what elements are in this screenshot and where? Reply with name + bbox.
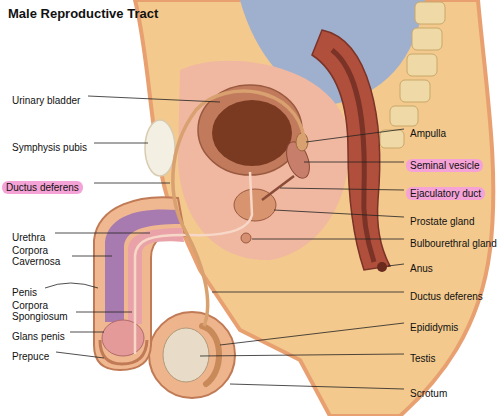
corpora-cavernosa — [105, 209, 180, 322]
ductus-deferens — [173, 91, 304, 326]
label-slot: Corpora Spongiosum — [12, 300, 74, 324]
title-slot: Male Reproductive Tract — [8, 4, 158, 22]
highlighted-label: Ductus deferens — [2, 181, 83, 194]
part-label: Scrotum — [410, 388, 447, 399]
part-label: Glans penis — [12, 331, 65, 342]
rectum-lumen — [332, 50, 374, 262]
bulbourethral-gland — [241, 233, 251, 243]
spine — [380, 2, 445, 148]
part-label: Epididymis — [410, 322, 458, 333]
label-slot: Corpora Cavernosa — [12, 245, 70, 269]
label-slot: Seminal vesicle — [406, 155, 483, 173]
body-outline — [135, 0, 493, 416]
label-slot: Ampulla — [410, 123, 446, 141]
part-label: Corpora Spongiosum — [12, 300, 74, 322]
penis-skin — [94, 197, 185, 370]
part-label: Bulbourethral gland — [410, 238, 497, 249]
urethra — [135, 172, 252, 354]
glans-penis — [102, 320, 144, 356]
part-label: Testis — [410, 353, 436, 364]
label-slot: Ejaculatory duct — [406, 183, 485, 201]
label-slot: Ductus deferens — [410, 286, 483, 304]
part-label: Urethra — [12, 232, 45, 243]
leader-lines — [45, 96, 404, 389]
label-slot: Urethra — [12, 227, 45, 245]
corpus-spongiosum — [128, 228, 184, 324]
label-slot: Prepuce — [12, 346, 49, 364]
anus — [377, 262, 387, 272]
label-slot: Penis — [12, 282, 37, 300]
part-label: Penis — [12, 287, 37, 298]
label-slot: Anus — [410, 258, 433, 276]
label-slot: Epididymis — [410, 317, 458, 335]
pelvic-tissue — [178, 61, 349, 260]
part-label: Anus — [410, 263, 433, 274]
label-slot: Prostate gland — [410, 211, 475, 229]
part-label: Ductus deferens — [410, 291, 483, 302]
scrotum — [149, 312, 235, 398]
label-slot: Symphysis pubis — [12, 137, 87, 155]
part-label: Ampulla — [410, 128, 446, 139]
testis — [163, 328, 209, 382]
label-slot: Scrotum — [410, 383, 447, 401]
label-slot: Ductus deferens — [2, 177, 83, 195]
label-slot: Urinary bladder — [12, 90, 80, 108]
epididymis — [202, 326, 219, 384]
part-label: Urinary bladder — [12, 95, 80, 106]
part-label: Corpora Cavernosa — [12, 245, 70, 267]
diagram-title: Male Reproductive Tract — [8, 6, 158, 21]
part-label: Symphysis pubis — [12, 142, 87, 153]
bladder-lumen — [212, 100, 292, 166]
highlighted-label: Ejaculatory duct — [406, 187, 485, 200]
label-slot: Glans penis — [12, 326, 65, 344]
rectum — [312, 30, 390, 270]
part-label: Prostate gland — [410, 216, 475, 227]
symphysis-pubis — [145, 120, 175, 176]
label-slot: Bulbourethral gland — [410, 233, 497, 251]
label-slot: Testis — [410, 348, 436, 366]
part-label: Prepuce — [12, 351, 49, 362]
highlighted-label: Seminal vesicle — [406, 159, 483, 172]
prepuce — [100, 340, 147, 364]
